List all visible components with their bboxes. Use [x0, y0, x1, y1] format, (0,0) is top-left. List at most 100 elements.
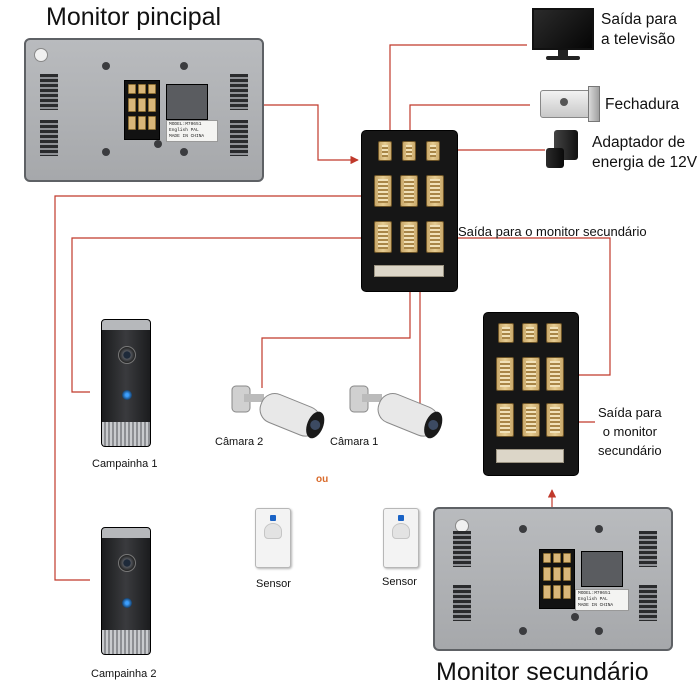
terminal-board	[362, 131, 457, 291]
terminal	[128, 98, 136, 112]
connector	[374, 175, 392, 207]
secondary-terminal-board	[484, 313, 578, 475]
sticker-line: MODEL:M70651	[169, 122, 202, 127]
terminal	[148, 98, 156, 112]
sensor-led-icon	[398, 515, 404, 521]
wire-tv	[389, 44, 527, 140]
doorbell-speaker	[102, 630, 150, 654]
screw	[102, 62, 110, 70]
terminal	[148, 84, 156, 94]
doorbell-button-icon	[122, 390, 132, 400]
secondary-output-label-right: Saída para o monitor secundário	[598, 403, 662, 460]
connector	[522, 323, 538, 343]
label-line: secundário	[598, 443, 662, 458]
secondary-monitor-title: Monitor secundário	[436, 658, 649, 686]
connector	[496, 357, 514, 391]
screw	[180, 148, 188, 156]
sensor-window	[264, 523, 282, 539]
speaker-grille-left	[40, 74, 58, 110]
connector	[496, 403, 514, 437]
terminal	[543, 553, 551, 563]
doorbell-2	[101, 527, 151, 655]
doorbell-1-label: Campainha 1	[92, 458, 158, 470]
screw	[519, 627, 527, 635]
doorbell-2-label: Campainha 2	[91, 668, 157, 680]
terminal	[128, 116, 136, 130]
screw	[595, 627, 603, 635]
power-adapter-icon	[546, 130, 582, 170]
doorbell-cap	[102, 528, 150, 538]
connector	[374, 221, 392, 253]
connector	[426, 221, 444, 253]
doorbell-button-icon	[122, 598, 132, 608]
model-sticker: MODEL:M70651 English PAL MADE IN CHINA	[166, 120, 218, 142]
sensor-2	[383, 508, 419, 568]
sticker-line: MADE IN CHINA	[578, 603, 614, 608]
speaker-grille-right	[639, 531, 657, 567]
brand-logo	[34, 48, 48, 62]
sticker-line: MADE IN CHINA	[169, 134, 205, 139]
terminal	[138, 84, 146, 94]
camera-2-label: Câmara 2	[215, 436, 264, 448]
doorbell-camera-icon	[118, 346, 136, 364]
terminal	[553, 585, 561, 599]
or-label: ou	[316, 474, 329, 485]
doorbell-camera-icon	[118, 554, 136, 572]
connector	[378, 141, 392, 161]
label-line: Saída para	[598, 405, 662, 420]
main-monitor-title: Monitor pincipal	[46, 3, 222, 31]
label-line: Saída para	[601, 11, 677, 28]
connector	[522, 357, 540, 391]
sensor-led-icon	[270, 515, 276, 521]
terminal	[138, 98, 146, 112]
terminal	[563, 567, 571, 581]
wire-doorbell-1	[71, 237, 375, 393]
terminal	[148, 116, 156, 130]
speaker-grille-left	[453, 531, 471, 567]
wire-doorbell-2	[54, 195, 378, 581]
port-panel	[581, 551, 623, 587]
doorbell-speaker	[102, 422, 150, 446]
sticker-line: English PAL	[169, 128, 199, 133]
connector	[426, 175, 444, 207]
camera-2-icon	[231, 385, 325, 439]
connector	[546, 323, 562, 343]
port-panel	[166, 84, 208, 120]
wire-secondary-output	[440, 237, 611, 376]
chip	[496, 449, 564, 463]
sensor-window	[392, 523, 410, 539]
connector	[546, 357, 564, 391]
terminal	[563, 553, 571, 563]
sensor-2-label: Sensor	[382, 576, 417, 588]
chip	[374, 265, 444, 277]
model-sticker: MODEL:M70651 English PAL MADE IN CHINA	[575, 589, 629, 611]
lock-icon	[538, 86, 600, 122]
screw	[571, 613, 579, 621]
sensor-1-label: Sensor	[256, 578, 291, 590]
camera-1-icon	[349, 385, 443, 439]
speaker-grille-left-bottom	[453, 585, 471, 621]
sticker-line: MODEL:M70651	[578, 591, 611, 596]
screw	[154, 140, 162, 148]
terminal	[563, 585, 571, 599]
secondary-output-label-top: Saída para o monitor secundário	[458, 224, 647, 239]
connector	[400, 175, 418, 207]
lock-label: Fechadura	[605, 96, 680, 113]
screw	[519, 525, 527, 533]
doorbell-1	[101, 319, 151, 447]
wire-lock	[409, 104, 530, 140]
screw	[102, 148, 110, 156]
power-label: Adaptador de energia de 12V	[592, 133, 697, 173]
terminal	[543, 585, 551, 599]
connector	[426, 141, 440, 161]
connector	[522, 403, 540, 437]
speaker-grille-right-bottom	[639, 585, 657, 621]
tv-output-label: Saída para a televisão	[601, 10, 677, 50]
terminal	[553, 567, 561, 581]
secondary-monitor: MODEL:M70651 English PAL MADE IN CHINA	[433, 507, 673, 651]
connector	[400, 221, 418, 253]
sensor-1	[255, 508, 291, 568]
connector	[498, 323, 514, 343]
screw	[595, 525, 603, 533]
wire-camera-2	[261, 270, 411, 388]
